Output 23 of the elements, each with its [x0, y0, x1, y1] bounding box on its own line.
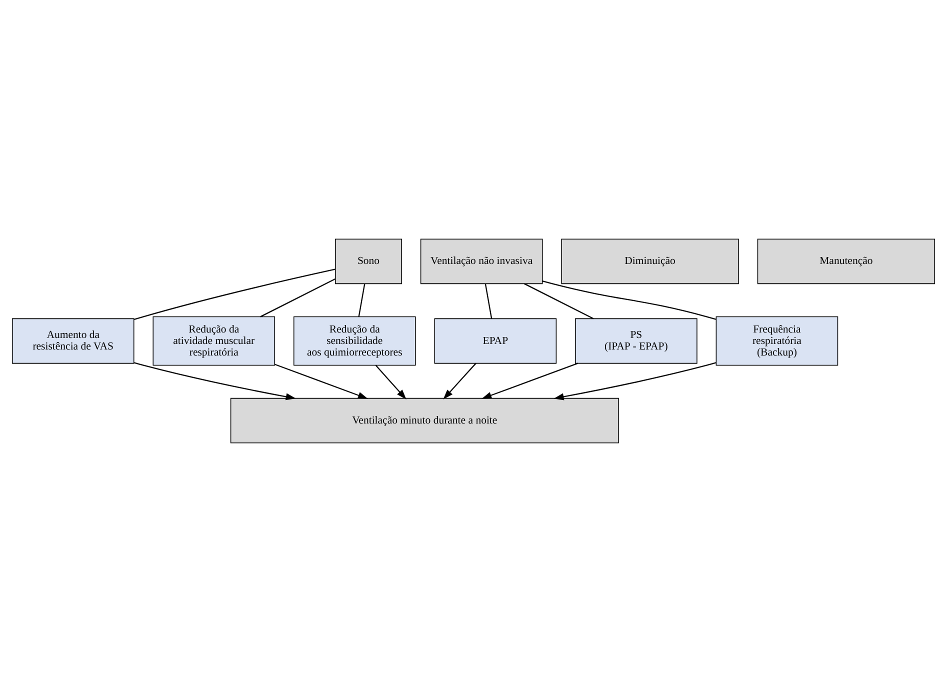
node-box: Sono [335, 238, 402, 284]
node-box: Aumento da resistência de VAS [12, 318, 134, 364]
connector [358, 284, 366, 317]
arrow [375, 365, 406, 400]
arrow [274, 364, 368, 399]
connector [524, 283, 594, 320]
connector [134, 268, 336, 320]
connector [260, 278, 336, 318]
arrow [443, 362, 476, 400]
node-box: Redução da sensibilidade aos quimiorreceptores [294, 316, 416, 366]
node-box: Frequência respiratória (Backup) [716, 316, 838, 366]
node-box: Diminuição [561, 238, 739, 284]
connector [484, 284, 492, 319]
connector [542, 280, 716, 320]
node-box: Redução da atividade muscular respiratória [152, 316, 276, 366]
node-box: Ventilação não invasiva [420, 238, 543, 284]
node-box: Manutenção [757, 238, 936, 284]
arrow [554, 362, 716, 400]
node-box: EPAP [434, 318, 557, 364]
arrow [134, 362, 296, 400]
node-box: PS (IPAP - EPAP) [575, 318, 698, 364]
arrow [482, 362, 578, 399]
node-box: Ventilação minuto durante a noite [230, 398, 619, 444]
